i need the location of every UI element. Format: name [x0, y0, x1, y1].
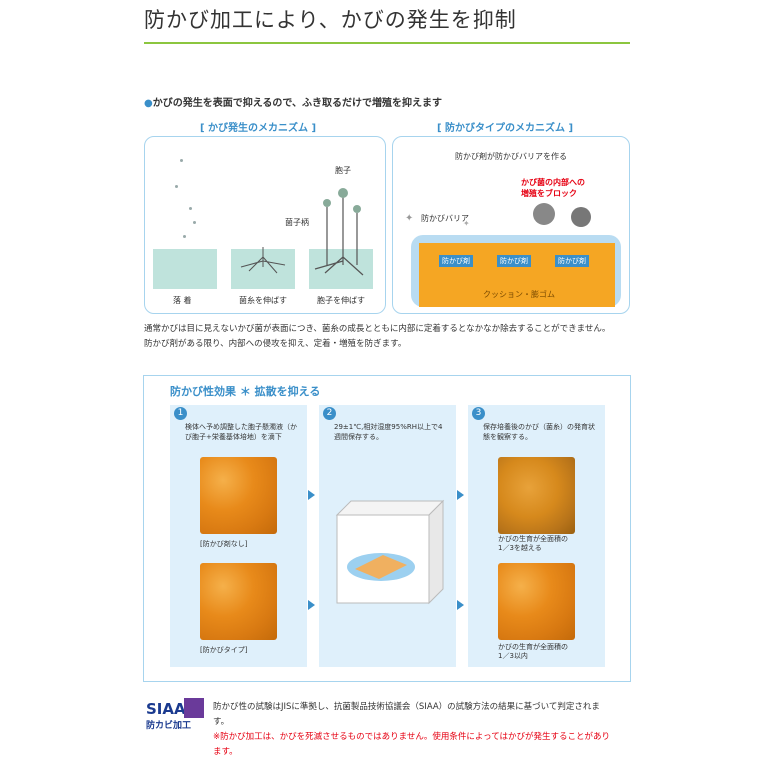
- mold-germ-icon-2: [571, 207, 591, 227]
- arrow-right-icon-2: [457, 490, 464, 500]
- lead-sentence: かびの発生を表面で抑えるので、ふき取るだけで増殖を抑えます: [152, 98, 443, 109]
- siaa-logo-text: SIAA: [146, 700, 186, 718]
- mechanism-right-panel: 防かび剤が防かびバリアを作る かび菌の内部への 増殖をブロック 防かびバリア ✦…: [392, 136, 630, 314]
- footer-warning-1: ※防かび加工は、かびを死滅させるものではありません。使用条件によってはかびが発生…: [213, 732, 611, 742]
- sample-treated: [200, 563, 277, 640]
- barrier-top-text: 防かび剤が防かびバリアを作る: [455, 152, 567, 161]
- surface-block-3: [309, 249, 373, 289]
- barrier-label: 防かびバリア: [421, 214, 469, 223]
- step-number-2: 2: [323, 407, 336, 420]
- effect-heading: 防かび性効果 ＊ 拡散を抑える: [170, 385, 321, 398]
- result-label-2-line-2: 1／3以内: [498, 652, 528, 660]
- footer-line-2: す。: [213, 717, 230, 727]
- result-label-untreated: かびの生育が全面積の 1／3を越える: [498, 535, 568, 553]
- result-untreated: [498, 457, 575, 534]
- arrow-right-icon-4: [457, 600, 464, 610]
- caption-hyphae: 菌糸を伸ばす: [239, 296, 287, 305]
- result-label-2-line-1: かびの生育が全面積の: [498, 643, 568, 651]
- lead-text: ●かびの発生を表面で抑えるので、ふき取るだけで増殖を抑えます: [144, 94, 442, 109]
- bullet-icon: ●: [144, 98, 153, 109]
- step-text-3: 保存培養後のかび（菌糸）の発育状態を観察する。: [483, 423, 595, 441]
- footer-text: 防かび性の試験はJISに準拠し、抗菌製品技術協議会（SIAA）の試験方法の結果に…: [213, 700, 633, 760]
- cushion-base: [419, 243, 615, 307]
- sparkle-icon: ✦: [405, 213, 414, 224]
- note-line-2: 防かび剤がある限り、内部への侵攻を抑え、定着・増殖を防ぎます。: [144, 339, 407, 349]
- caption-spores: 胞子を伸ばす: [317, 296, 365, 305]
- mechanism-left-heading: [ かび発生のメカニズム ]: [200, 123, 317, 134]
- block-text: かび菌の内部への 増殖をブロック: [521, 177, 585, 199]
- agent-tag-3: 防かび剤: [555, 255, 589, 267]
- page-title: 防かび加工により、かびの発生を抑制: [144, 8, 517, 32]
- arrow-right-icon-3: [308, 600, 315, 610]
- surface-block-1: [153, 249, 217, 289]
- result-label-treated: かびの生育が全面積の 1／3以内: [498, 643, 568, 661]
- result-treated: [498, 563, 575, 640]
- arrow-right-icon: [308, 490, 315, 500]
- block-line-2: 増殖をブロック: [521, 189, 577, 198]
- sample-label-treated: [防かびタイプ]: [200, 646, 248, 654]
- result-label-1-line-2: 1／3を越える: [498, 544, 542, 552]
- caption-landing: 落 着: [173, 296, 192, 305]
- cushion-label: クッション・膨ゴム: [483, 290, 555, 299]
- footer-warning-2: ます。: [213, 747, 238, 757]
- mechanism-note: 通常かびは目に見えないかび菌が表面につき、菌糸の成長とともに内部に定着するとなか…: [144, 322, 634, 352]
- siaa-logo-sub: 防カビ加工: [146, 721, 192, 731]
- step-text-1: 検体へ予め調整した胞子懸濁液（かび胞子+栄養基体培地）を滴下: [185, 423, 297, 441]
- step-number-1: 1: [174, 407, 187, 420]
- sample-untreated: [200, 457, 277, 534]
- mechanism-left-panel: 胞子 菌子柄 落 着 菌糸を伸ばす 胞子を伸ばす: [144, 136, 386, 314]
- result-label-1-line-1: かびの生育が全面積の: [498, 535, 568, 543]
- conidiophore-label: 菌子柄: [285, 218, 309, 227]
- sample-label-untreated: [防かび剤なし]: [200, 540, 248, 548]
- agent-tag-1: 防かび剤: [439, 255, 473, 267]
- spore-label: 胞子: [335, 166, 351, 175]
- siaa-mark-icon: [184, 698, 204, 718]
- sparkle-icon-small: ✦: [463, 219, 470, 228]
- footer-line-1: 防かび性の試験はJISに準拠し、抗菌製品技術協議会（SIAA）の試験方法の結果に…: [213, 702, 600, 712]
- step-1: 1 検体へ予め調整した胞子懸濁液（かび胞子+栄養基体培地）を滴下 [防かび剤なし…: [170, 405, 307, 667]
- agent-tag-2: 防かび剤: [497, 255, 531, 267]
- siaa-logo: SIAA 防カビ加工: [146, 700, 206, 731]
- step-text-2: 29±1℃,相対湿度95%RH以上で4週間保存する。: [334, 423, 443, 441]
- mechanism-right-heading: [ 防かびタイプのメカニズム ]: [437, 123, 574, 134]
- mold-germ-icon: [533, 203, 555, 225]
- title-underline: [144, 42, 630, 44]
- step-number-3: 3: [472, 407, 485, 420]
- block-line-1: かび菌の内部への: [521, 178, 585, 187]
- step-3: 3 保存培養後のかび（菌糸）の発育状態を観察する。 かびの生育が全面積の 1／3…: [468, 405, 605, 667]
- incubator-box: [335, 499, 445, 605]
- conidiophore-drawing: [314, 188, 364, 276]
- step-2: 2 29±1℃,相対湿度95%RH以上で4週間保存する。: [319, 405, 456, 667]
- hyphae-drawing: [240, 247, 286, 274]
- note-line-1: 通常かびは目に見えないかび菌が表面につき、菌糸の成長とともに内部に定着するとなか…: [144, 324, 611, 334]
